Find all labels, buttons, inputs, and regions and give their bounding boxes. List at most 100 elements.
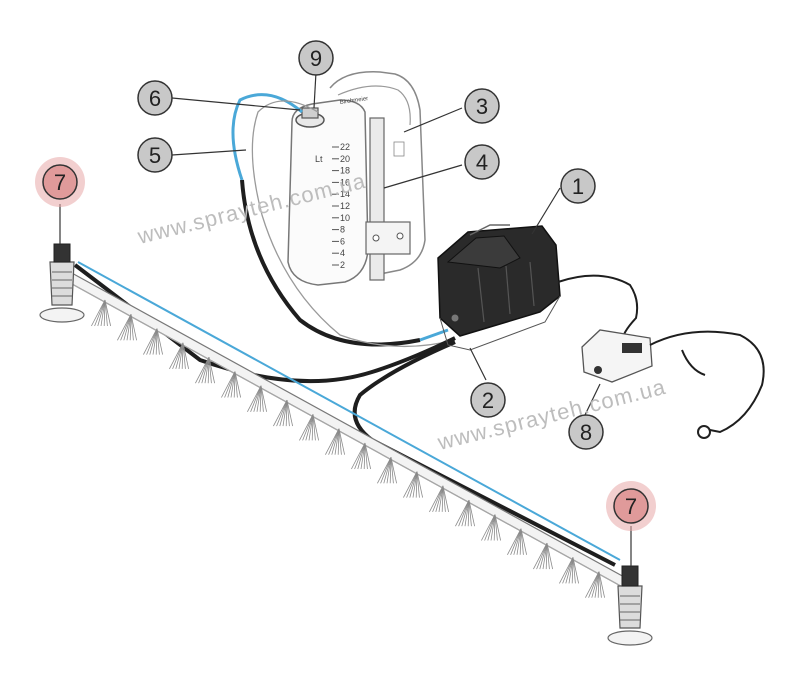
callout-circle [568, 414, 604, 450]
spray-fan-line [100, 299, 106, 327]
spray-fan-line [169, 342, 184, 370]
spray-fan-line [94, 299, 106, 327]
watermark-2: www.sprayteh.com.ua [434, 374, 668, 455]
spray-fan-line [598, 571, 602, 598]
spray-fan-line [455, 500, 470, 527]
spray-boom [69, 261, 629, 598]
spray-fan-line [484, 514, 496, 541]
spray-fan-line [152, 328, 158, 355]
spray-fan-line [594, 571, 600, 598]
spray-fan-line [442, 485, 449, 512]
nozzle-left [39, 243, 85, 323]
pump-unit [437, 224, 561, 351]
scale-label: 2 [340, 260, 345, 270]
spray-fan-line [260, 385, 264, 412]
spray-fan-line [364, 442, 368, 470]
callout-number: 1 [572, 174, 584, 199]
spray-fan-line [565, 557, 574, 584]
leader-lines [59, 71, 632, 566]
spray-fan-line [182, 342, 186, 369]
spray-fan-line [338, 428, 345, 455]
spray-fan-line [299, 414, 314, 441]
spray-fan-line [143, 328, 158, 355]
spray-fan-line [178, 342, 184, 369]
callout-number: 2 [482, 388, 494, 413]
spray-fan-line [403, 471, 418, 498]
spray-fan-line [467, 500, 470, 527]
callout-number: 5 [149, 143, 161, 168]
callout-circle [464, 88, 500, 124]
spray-fan-line [334, 428, 340, 455]
callout-circle [298, 40, 334, 76]
spray-fan-line [117, 314, 132, 341]
callout-3: 3 [464, 88, 500, 124]
spray-fans [91, 299, 605, 598]
callout-number: 9 [310, 46, 322, 71]
callout-number: 6 [149, 86, 161, 111]
callout-circle [464, 144, 500, 180]
callout-number: 3 [476, 94, 488, 119]
spray-fan-line [233, 371, 236, 398]
spray-fan-line [542, 543, 548, 570]
spray-fan-line [286, 400, 293, 427]
spray-fan-line [182, 342, 189, 369]
spray-fan-line [181, 342, 184, 369]
callout-6: 6 [137, 80, 173, 116]
spray-fan-line [273, 399, 288, 427]
spray-fan-line [432, 485, 444, 513]
spray-fan-line [597, 571, 600, 598]
spray-fan-line [562, 557, 574, 584]
callout-circle [137, 80, 173, 116]
spray-fan-line [585, 571, 600, 598]
spray-fan-line [429, 485, 444, 513]
spray-fan-line [247, 385, 262, 412]
spray-fan-line [149, 328, 158, 355]
spray-fan-line [351, 442, 366, 470]
spray-fan-line [520, 528, 524, 555]
callout-1: 1 [560, 168, 596, 204]
spray-fan-line [337, 428, 340, 455]
spray-fan-line [416, 471, 423, 498]
spray-fan-line [126, 314, 132, 341]
spray-fan-line [520, 528, 527, 555]
hose-6 [231, 93, 303, 181]
spray-fan-line [386, 457, 392, 484]
spray-fan-line [195, 357, 210, 384]
spray-fan-line [415, 471, 418, 498]
spray-fan-line [130, 314, 134, 341]
spray-fan-line [377, 457, 392, 484]
spray-fan-line [571, 557, 574, 584]
scale-label: 22 [340, 142, 350, 152]
callout-number: 7 [54, 170, 66, 195]
spray-fan-line [493, 514, 496, 541]
spray-fan-line [120, 314, 132, 341]
spray-fan-line [591, 571, 600, 598]
spray-fan-line [312, 414, 316, 441]
spray-fan-line [559, 557, 574, 584]
spray-fan-line [461, 500, 470, 527]
spray-fan-line [253, 385, 262, 412]
spray-fan-line [416, 471, 420, 498]
spray-fan-line [510, 528, 522, 555]
spray-fan-line [364, 442, 371, 470]
spray-fan-line [130, 314, 137, 341]
callout-4: 4 [464, 144, 500, 180]
spray-fan-line [308, 414, 314, 441]
spray-fan-line [409, 471, 418, 498]
callout-number: 7 [625, 494, 637, 519]
spray-fan-line [441, 485, 444, 512]
callout-5: 5 [137, 137, 173, 173]
scale-label: 18 [340, 166, 350, 176]
spray-fan-line [175, 342, 184, 370]
spray-fan-line [282, 400, 288, 427]
spray-fan-line [285, 400, 288, 427]
spray-fan-line [155, 328, 158, 355]
spray-fan-line [533, 542, 548, 570]
spray-fan-line [311, 414, 314, 441]
spray-fan-line [204, 357, 210, 384]
spray-fan-line [536, 542, 548, 570]
spray-fan-line [276, 399, 288, 427]
